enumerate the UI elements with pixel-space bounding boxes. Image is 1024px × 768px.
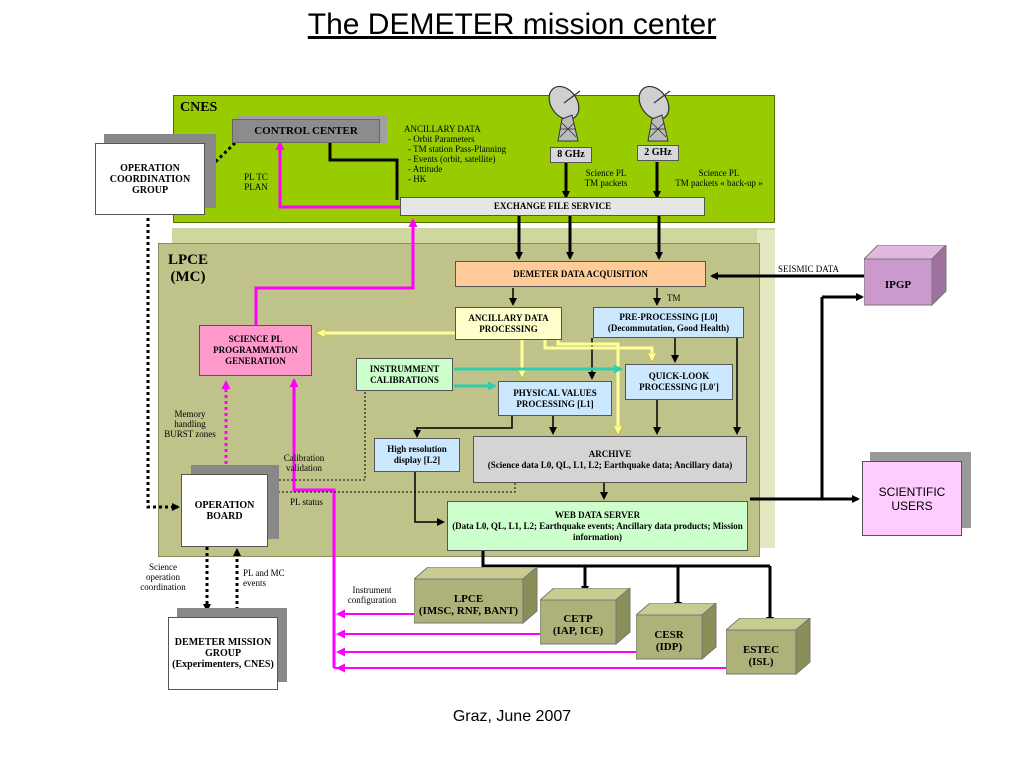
cesr-lab-shape bbox=[636, 603, 717, 661]
web-data-server-box: WEB DATA SERVER (Data L0, QL, L1, L2; Ea… bbox=[447, 501, 748, 551]
science-pl-programmation-box: SCIENCE PL PROGRAMMATION GENERATION bbox=[199, 325, 312, 376]
lpce-region-label: LPCE (MC) bbox=[168, 252, 209, 285]
pl-mc-events-label: PL and MC events bbox=[243, 568, 285, 588]
control-center-box: CONTROL CENTER bbox=[232, 119, 380, 143]
ancillary-data-processing-box: ANCILLARY DATA PROCESSING bbox=[455, 307, 562, 340]
operation-board-box: OPERATION BOARD bbox=[181, 474, 268, 547]
demeter-mission-group-box: DEMETER MISSION GROUP (Experimenters, CN… bbox=[168, 617, 278, 690]
pre-processing-box: PRE-PROCESSING [L0] (Decommutation, Good… bbox=[593, 307, 744, 338]
science-pl-backup-label: Science PL TM packets « back-up » bbox=[675, 168, 763, 188]
pl-status-label: PL status bbox=[290, 497, 323, 507]
ancillary-data-label: ANCILLARY DATA - Orbit Parameters - TM s… bbox=[404, 124, 507, 184]
antenna-2ghz-icon bbox=[638, 85, 671, 142]
ipgp-box-shape bbox=[864, 245, 947, 307]
page-title: The DEMETER mission center bbox=[307, 8, 717, 41]
estec-lab-shape bbox=[726, 618, 811, 676]
cetp-lab-shape bbox=[540, 588, 631, 646]
lpce-lab-box: LPCE (IMSC, RNF, BANT) bbox=[418, 593, 519, 617]
archive-box: ARCHIVE (Science data L0, QL, L1, L2; Ea… bbox=[473, 436, 747, 483]
footer-text: Graz, June 2007 bbox=[452, 708, 572, 725]
science-pl-tm-label: Science PL TM packets bbox=[584, 168, 628, 188]
pl-tc-plan-label: PL TC PLAN bbox=[244, 172, 268, 192]
science-operation-coordination-label: Science operation coordination bbox=[140, 562, 186, 592]
memory-handling-label: Memory handling BURST zones bbox=[164, 409, 216, 439]
lpce-region-side bbox=[757, 230, 775, 548]
freq-8ghz-label: 8 GHz bbox=[550, 147, 592, 163]
physical-values-processing-box: PHYSICAL VALUES PROCESSING [L1] bbox=[498, 381, 612, 416]
lpce-lab-shape bbox=[414, 567, 538, 625]
demeter-data-acquisition-box: DEMETER DATA ACQUISITION bbox=[455, 261, 706, 287]
quick-look-processing-box: QUICK-LOOK PROCESSING [L0'] bbox=[625, 364, 733, 400]
calibration-validation-label: Calibration validation bbox=[283, 453, 325, 473]
instrumment-calibrations-box: INSTRUMMENT CALIBRATIONS bbox=[356, 358, 453, 391]
cetp-lab-box: CETP (IAP, ICE) bbox=[552, 613, 604, 637]
cnes-region-label: CNES bbox=[180, 100, 218, 115]
estec-lab-box: ESTEC (ISL) bbox=[742, 644, 780, 668]
antenna-8ghz-icon bbox=[548, 85, 581, 142]
instrument-configuration-label: Instrument configuration bbox=[347, 585, 397, 605]
ipgp-box: IPGP bbox=[884, 279, 912, 291]
tm-label: TM bbox=[667, 293, 681, 303]
seismic-data-label: SEISMIC DATA bbox=[778, 264, 840, 274]
cesr-lab-box: CESR (IDP) bbox=[654, 629, 684, 653]
scientific-users-box: SCIENTIFIC USERS bbox=[862, 461, 962, 536]
high-resolution-display-box: High resolution display [L2] bbox=[374, 438, 460, 472]
operation-coordination-group-box: OPERATION COORDINATION GROUP bbox=[95, 143, 205, 215]
exchange-file-service-box: EXCHANGE FILE SERVICE bbox=[400, 197, 705, 216]
freq-2ghz-label: 2 GHz bbox=[637, 145, 679, 161]
